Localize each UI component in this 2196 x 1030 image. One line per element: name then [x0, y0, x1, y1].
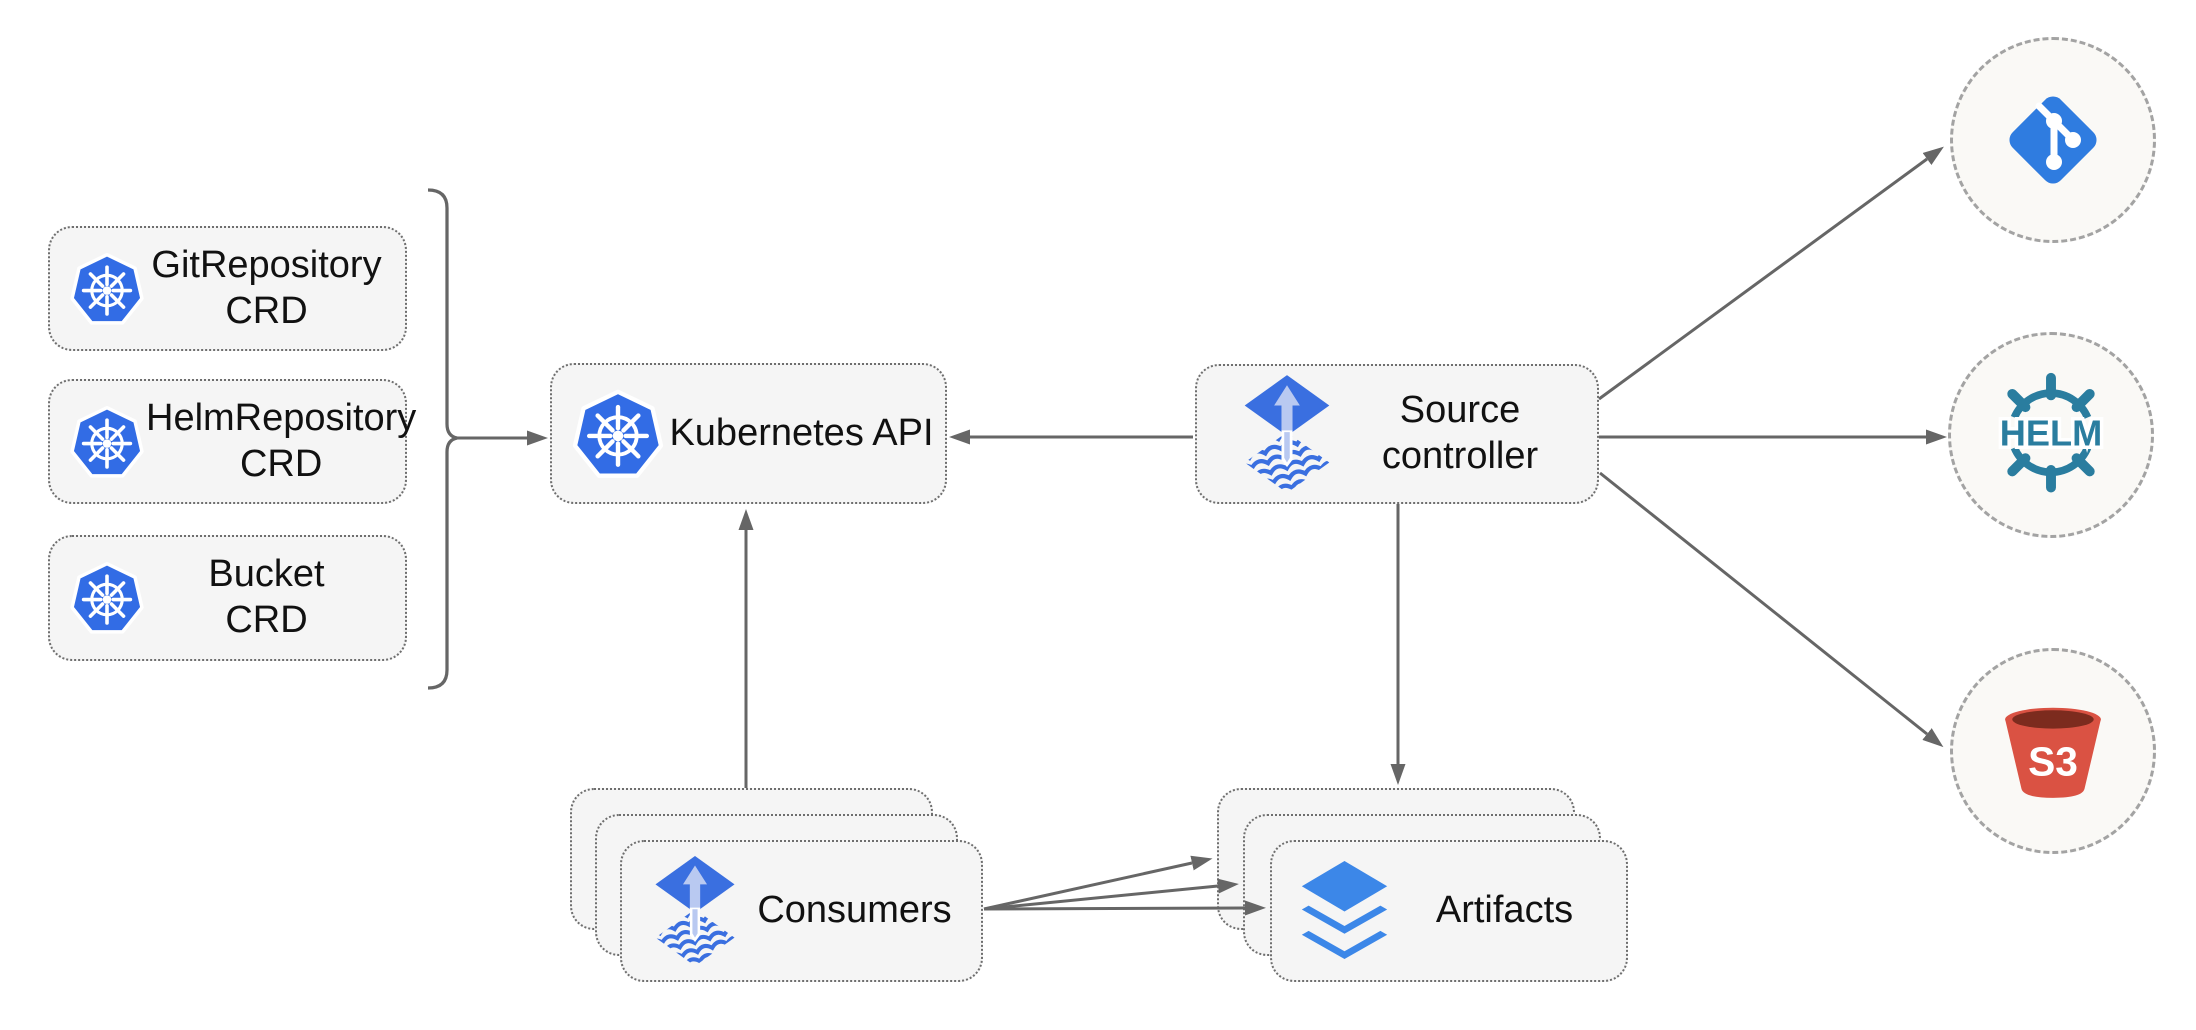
crd-group-brace	[427, 188, 458, 690]
s3-source-circle: S3	[1950, 648, 2156, 854]
artifacts-box: Artifacts	[1270, 840, 1628, 982]
git-source-circle	[1950, 37, 2156, 243]
flux-icon	[652, 856, 738, 966]
artifacts-label: Artifacts	[1435, 889, 1574, 932]
git-icon	[2009, 96, 2097, 184]
arrow-consumers-to-artifacts-back	[983, 855, 1213, 911]
arrow-source-controller-to-git	[1598, 146, 1944, 401]
s3-wordmark: S3	[2028, 738, 2078, 784]
arrow-consumers-to-artifacts-front	[983, 900, 1266, 916]
consumers-box: Consumers	[620, 840, 983, 982]
kubernetes-icon	[68, 559, 146, 637]
arrow-source-controller-to-s3	[1599, 471, 1944, 748]
kubernetes-api-box: Kubernetes API	[550, 363, 947, 504]
arrow-consumers-to-artifacts-middle	[983, 878, 1239, 911]
helm-icon: HELM	[1996, 372, 2106, 493]
consumers-label: Consumers	[757, 889, 952, 932]
helm-source-circle: HELM	[1948, 332, 2154, 538]
kubernetes-api-label: Kubernetes API	[669, 411, 934, 454]
kubernetes-icon	[68, 250, 146, 328]
kubernetes-icon	[68, 403, 146, 481]
s3-bucket-icon: S3	[2005, 707, 2101, 798]
flux-icon	[1241, 375, 1333, 493]
layers-icon	[1296, 859, 1393, 964]
helm-wordmark: HELM	[2000, 413, 2102, 454]
kubernetes-icon	[570, 386, 666, 482]
